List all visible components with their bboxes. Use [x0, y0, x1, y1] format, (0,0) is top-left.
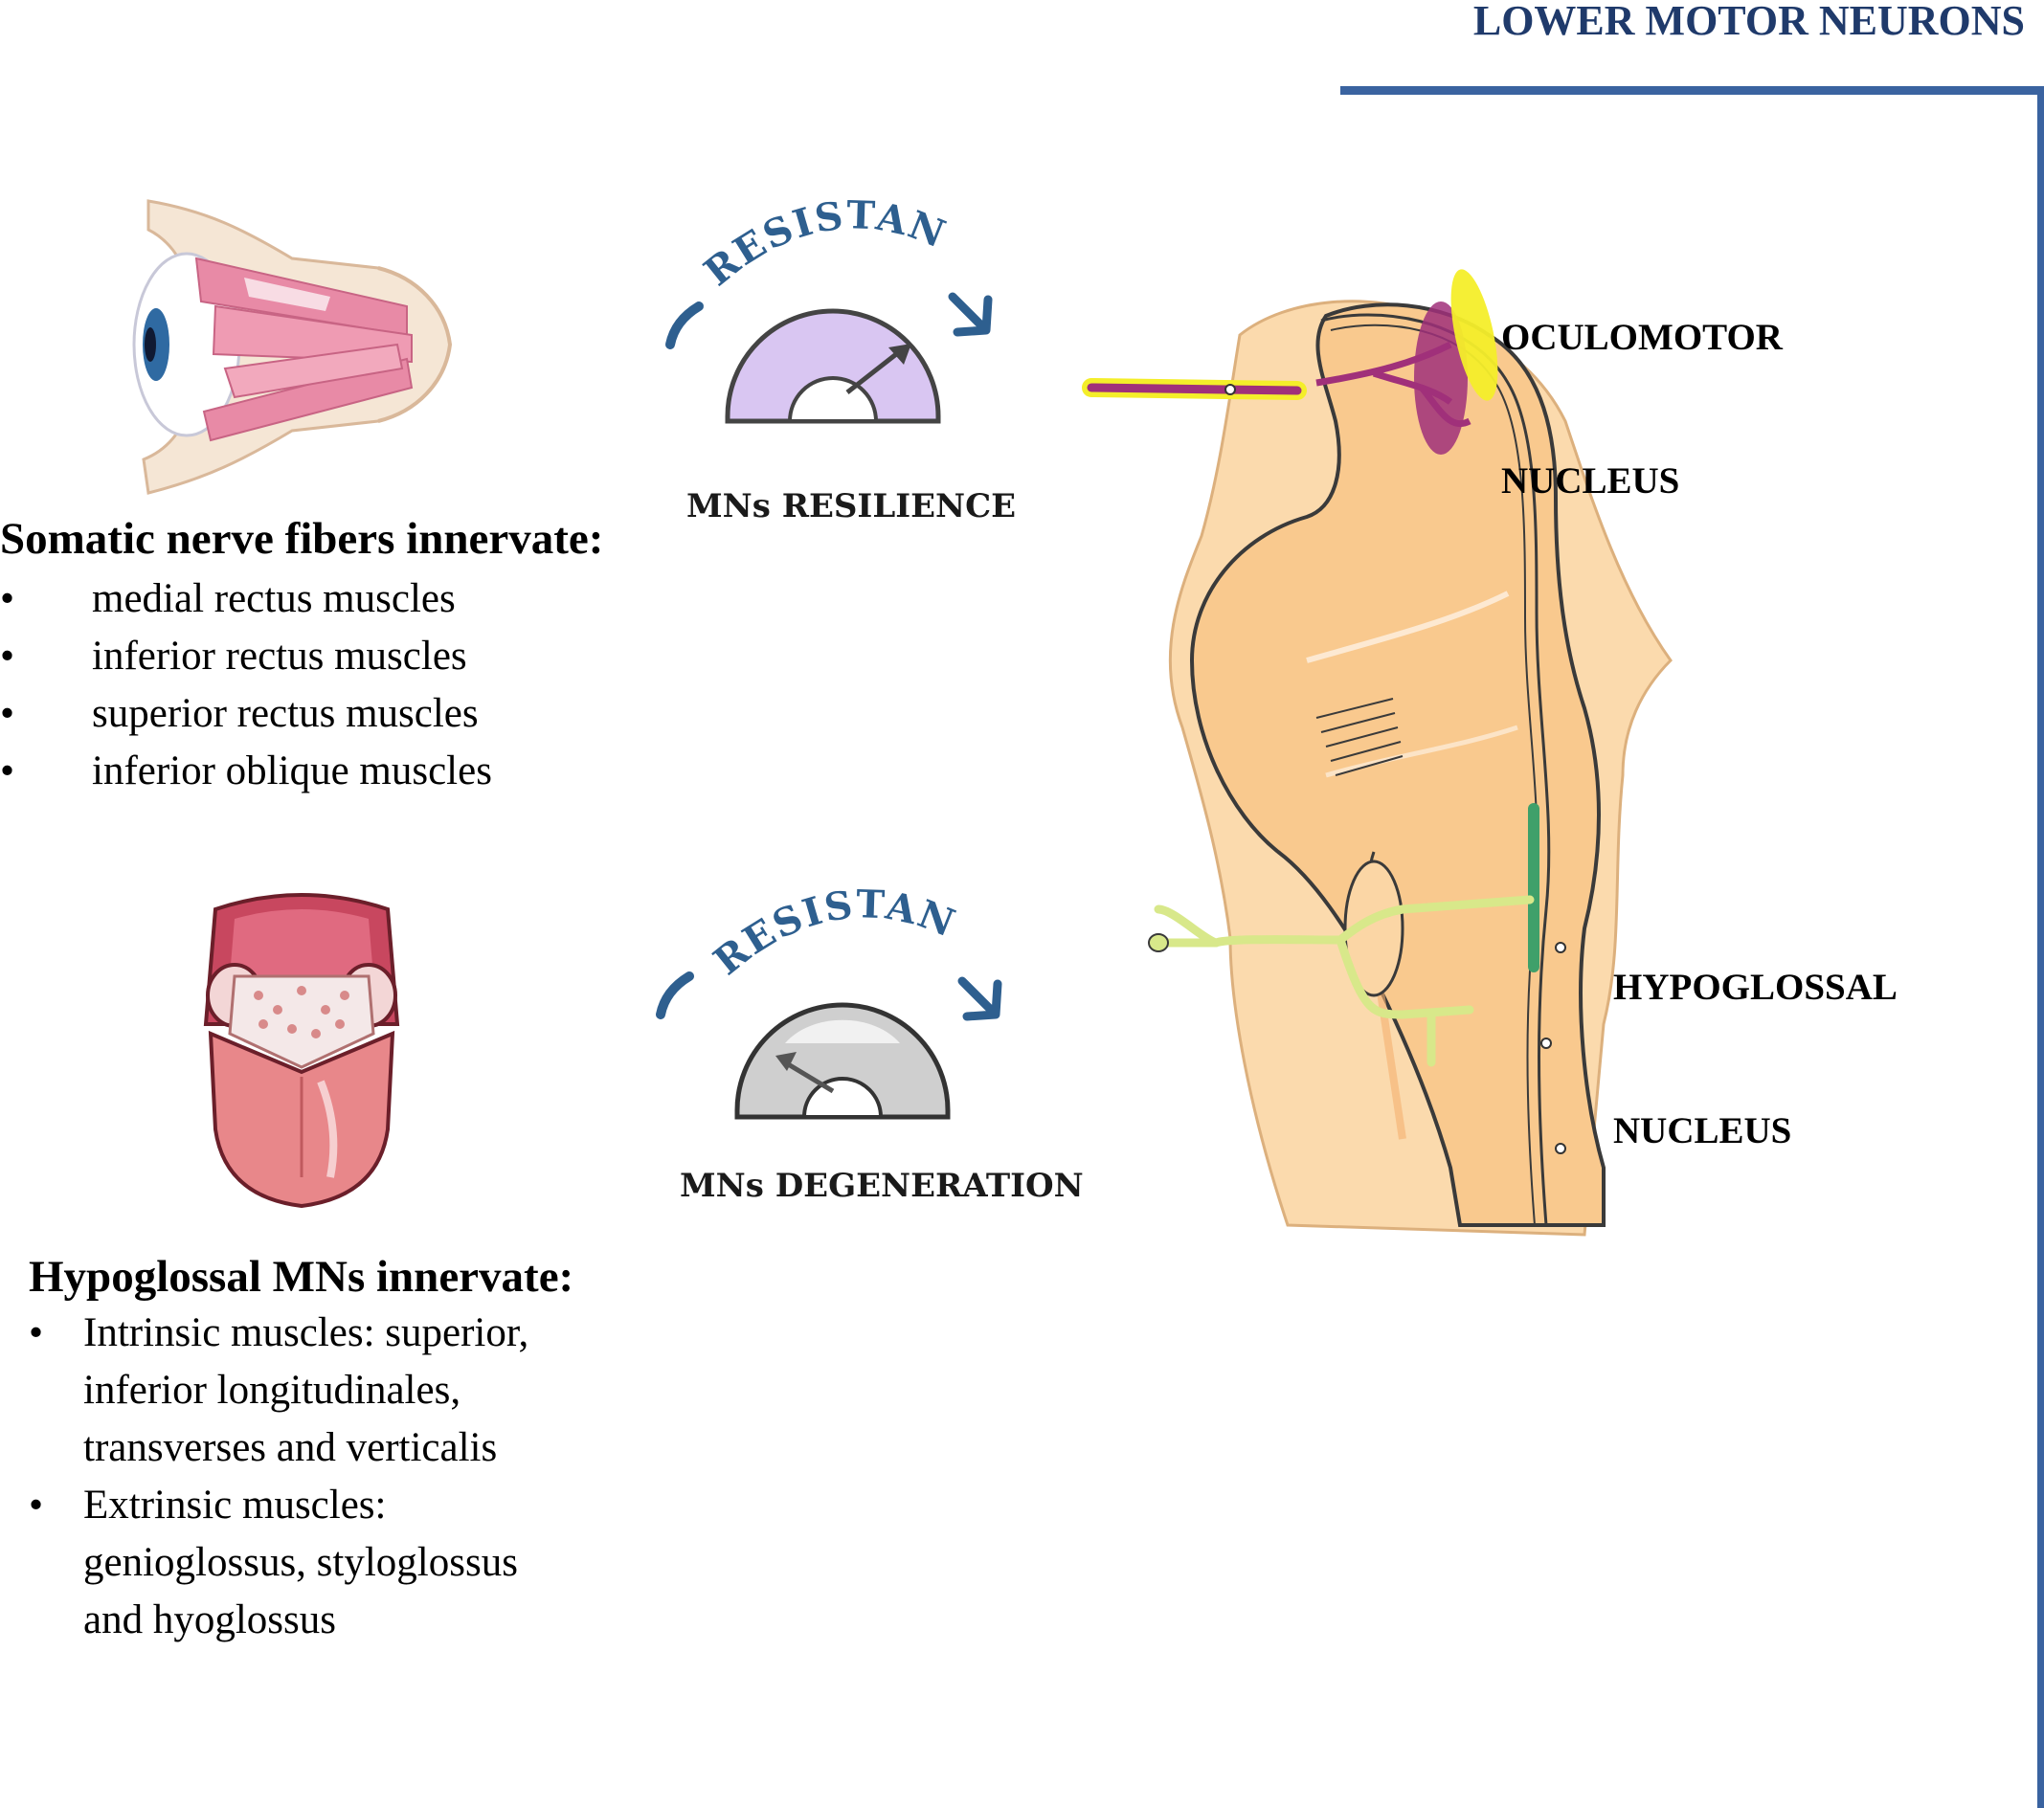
hypoglossal-nerve — [1154, 895, 1535, 1067]
frame-top-border — [1340, 86, 2044, 95]
olive-structure — [1343, 859, 1404, 997]
list-item: •medial rectus muscles — [0, 576, 456, 621]
oculomotor-nucleus-highlight — [1450, 269, 1498, 401]
oculomotor-nerve — [1087, 383, 1302, 395]
resistance-arc-text: RESISTANCE — [616, 151, 953, 295]
hypoglossal-nucleus-label: HYPOGLOSSAL NUCLEUS — [1613, 967, 1898, 1151]
oculomotor-innervation-heading: Somatic nerve fibers innervate: — [0, 514, 604, 564]
list-item: • Intrinsic muscles: superior, inferior … — [29, 1310, 529, 1470]
list-item: •superior rectus muscles — [0, 691, 479, 736]
gauge-caption: MNs RESILIENCE — [686, 487, 1016, 525]
hypoglossal-innervation-heading: Hypoglossal MNs innervate: — [29, 1252, 574, 1302]
resistance-arc-text: RESISTANCE — [625, 840, 962, 984]
arc-tail-icon — [656, 971, 694, 1019]
gauge-caption: MNs DEGENERATION — [680, 1167, 1084, 1205]
list-item: • Extrinsic muscles: genioglossus, stylo… — [29, 1483, 518, 1642]
list-item: •inferior oblique muscles — [0, 748, 492, 793]
gauge-dial — [725, 308, 941, 424]
oculomotor-nucleus-label: OCULOMOTOR NUCLEUS — [1501, 317, 1783, 502]
resilience-gauge: RESISTANCE MNs RESILIENCE — [616, 151, 1016, 525]
arrow-right-icon — [957, 976, 1002, 1021]
arrow-right-icon — [948, 292, 993, 337]
page-title: LOWER MOTOR NEURONS — [1472, 0, 2025, 44]
list-item: •inferior rectus muscles — [0, 634, 467, 679]
arc-tail-icon — [665, 301, 704, 349]
oculomotor-nucleus — [1414, 301, 1468, 455]
eye-muscles-illustration — [132, 199, 453, 495]
frame-right-border — [2037, 86, 2044, 1808]
brainstem-illustration — [1082, 269, 1673, 1237]
oculomotor-muscle-list: •medial rectus muscles •inferior rectus … — [0, 570, 492, 800]
gauge-needle — [845, 349, 902, 394]
gauge-needle — [783, 1060, 835, 1094]
gauge-dial — [734, 1002, 951, 1120]
degeneration-gauge: RESISTANCE MNs DEGENERATION — [625, 840, 1084, 1205]
tongue-illustration — [203, 893, 400, 1209]
hypoglossal-muscle-list: • Intrinsic muscles: superior, inferior … — [29, 1305, 528, 1649]
